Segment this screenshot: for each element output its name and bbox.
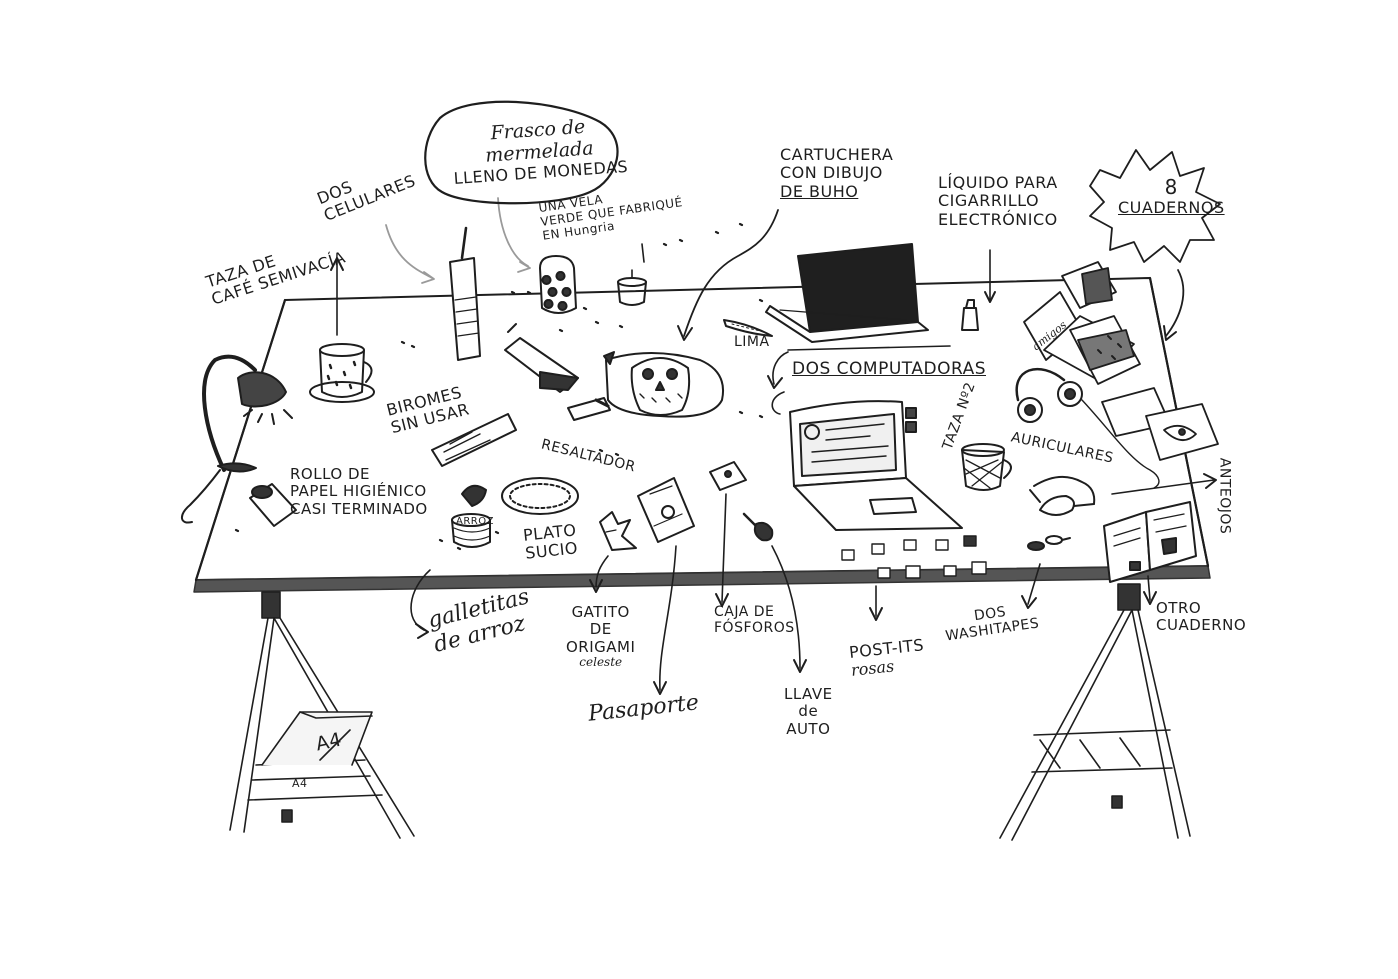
label-line: LÍQUIDO PARA [938,173,1058,192]
arrow-cuadernos [1165,269,1185,337]
flip-phone [504,323,579,393]
label-anteojos: ANTEOJOS [1216,457,1233,535]
label-line: Rollo DE [290,465,371,483]
label-line: PAPEL HIGIÉNICO [290,482,427,501]
e-liquid-bottle [961,299,979,331]
label-line: 8 [1164,175,1178,199]
label-line: CUADERNO [1156,616,1247,635]
label-liquido: LÍQUIDO PARA CIGARRILLO ELECTRÓNICO [938,173,1058,229]
label-postits: POST-ITS rosas [848,635,927,680]
rice-cakes [451,484,491,548]
desk-lamp [181,354,293,524]
label-line: celeste [579,654,623,669]
label-line: CASI TERMINADO [290,499,428,518]
label-frasco: Frasco de mermelada LLENO DE MONEDAS [450,114,629,188]
arrow-anteojos [1111,479,1215,495]
laptop-open [789,400,963,531]
label-cartuchera: CARTUCHERA CON DIBUJO DE BUHO [780,145,894,201]
label-line: CARTUCHERA [780,145,894,164]
car-key [742,512,774,542]
label-lima: LIMA [734,334,770,350]
matchbox [709,461,747,491]
label-line: de [798,702,819,721]
pens-pack [431,413,517,467]
origami-cat [599,511,637,551]
brick-phone [449,226,481,361]
label-line: ELECTRÓNICO [938,209,1058,229]
label-llave: LLAVE de AUTO [784,685,833,738]
highlighter [567,397,611,421]
left-trestle [229,591,415,839]
coin-jar [539,255,577,314]
label-line: FÓSFOROS [714,620,795,637]
frasco-bubble [424,100,619,205]
label-otro-cuaderno: OTRO CUADERNO [1156,599,1247,635]
passport [637,477,695,543]
label-line: CIGARRILLO [938,191,1040,211]
label-gatito: GATITO DE ORIGAMI celeste [566,603,636,670]
headphones [1015,367,1160,489]
label-caja: CAJA de FÓSFOROS [714,604,795,636]
label-line: GATITO [571,603,630,621]
label-a4-small: A4 [292,777,308,790]
post-its [841,535,987,579]
label-line: LLAVE [784,685,833,703]
nail-file [723,319,773,337]
label-line: CAJA de [714,604,775,620]
label-line: DE BUHO [780,181,859,201]
label-line: OTRO [1156,599,1202,617]
right-trestle [999,583,1191,841]
cuadernos-star [1089,149,1221,263]
glasses [1029,475,1096,516]
label-plato: PLATO SUCIO [522,520,579,563]
owl-pencil-case [603,351,724,418]
label-dos-computadoras: DOS COMPUTADORAS [792,359,986,379]
arrow-cartuchera [683,209,779,337]
candle [617,243,647,306]
coffee-mug [309,257,375,403]
label-arroz-tag: ARROZ [456,516,494,527]
crumbs [234,222,764,551]
label-line: AUTO [786,719,831,738]
washitapes [1027,535,1071,551]
label-line: DE [589,620,612,639]
label-line: ORIGAMI [566,637,636,656]
toilet-paper [249,483,297,527]
label-cuadernos: 8 CUADERNOS [1118,176,1225,217]
label-line: CUADERNOS [1118,198,1225,217]
notebook-stack [1023,261,1219,461]
label-rollo: Rollo DE PAPEL HIGIÉNICO CASI TERMINADO [290,465,428,518]
arrow-phones [385,224,433,279]
label-line: CON DIBUJO [780,163,883,183]
laptop-dark [765,243,929,343]
open-notebook [1103,501,1197,583]
dirty-plate [501,477,579,515]
second-mug [961,443,1012,491]
arrow-jar [497,197,529,267]
